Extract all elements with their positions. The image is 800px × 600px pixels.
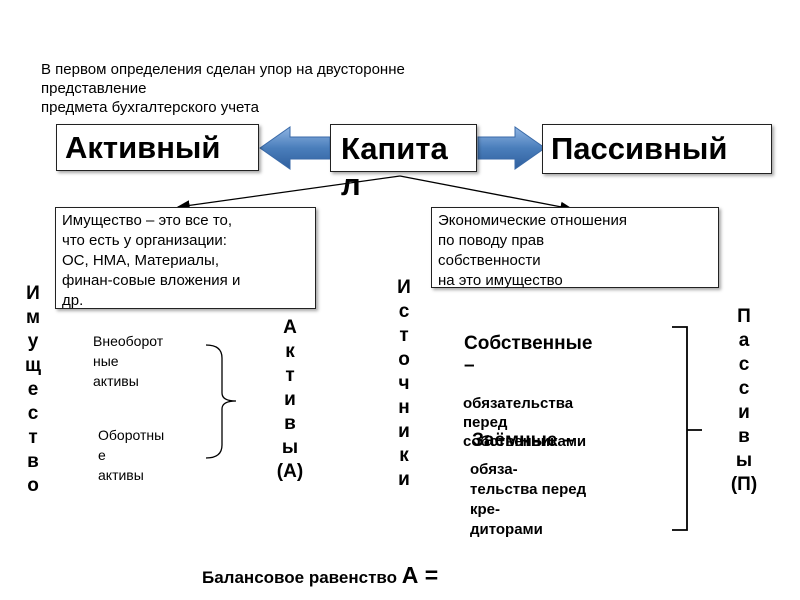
borrowed-description: обяза- тельства перед кре- диторами bbox=[470, 461, 587, 538]
balance-equation: Балансовое равенство А = bbox=[202, 562, 438, 589]
line-to-property bbox=[176, 175, 401, 211]
borrowed-title: Заёмные – bbox=[472, 430, 574, 451]
balance-label: Балансовое равенство bbox=[202, 568, 398, 587]
vertical-istochniki: И с т о ч н и к и bbox=[397, 277, 411, 490]
assets-brace bbox=[205, 344, 237, 459]
active-label: Активный bbox=[65, 130, 221, 165]
passive-label: Пассивный bbox=[551, 131, 728, 166]
line-to-economic bbox=[399, 175, 574, 212]
capital-label: Капита л bbox=[341, 131, 448, 202]
capital-box: Капита л bbox=[330, 124, 477, 202]
own-title: Собственные – bbox=[464, 333, 593, 376]
economic-relations-text: Экономические отношения по поводу прав с… bbox=[438, 212, 627, 289]
passive-box: Пассивный bbox=[542, 124, 772, 174]
economic-relations-box bbox=[431, 207, 719, 288]
vertical-imushchestvo: И м у щ е с т в о bbox=[24, 283, 42, 496]
property-definition-text: Имущество – это все то, что есть у орган… bbox=[62, 212, 241, 309]
vertical-aktivy: А к т и в ы (А) bbox=[276, 317, 304, 482]
current-assets-text: Оборотны е активы bbox=[98, 427, 165, 483]
property-definition-box bbox=[55, 207, 316, 309]
balance-formula: А = bbox=[401, 562, 439, 588]
non-current-assets-text: Внеоборот ные активы bbox=[93, 333, 164, 389]
left-arrow-icon bbox=[259, 126, 331, 170]
sources-bracket bbox=[672, 326, 702, 531]
active-box: Активный bbox=[56, 124, 259, 171]
right-arrow-icon bbox=[477, 126, 546, 170]
vertical-passivy: П а с с и в ы (П) bbox=[730, 306, 758, 495]
intro-text: В первом определения сделан упор на двус… bbox=[41, 61, 405, 116]
own-description: обязательства перед собственниками bbox=[463, 395, 587, 450]
